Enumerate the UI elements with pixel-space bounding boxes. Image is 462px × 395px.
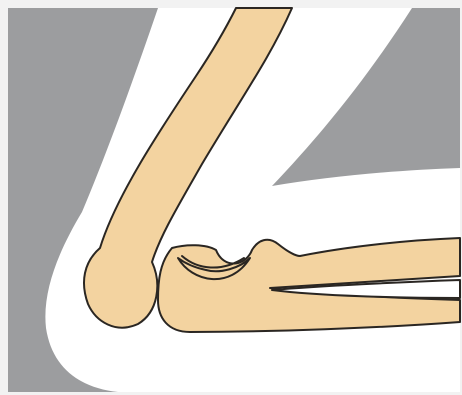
elbow-illustration bbox=[0, 0, 462, 395]
elbow-drawing bbox=[0, 0, 462, 395]
